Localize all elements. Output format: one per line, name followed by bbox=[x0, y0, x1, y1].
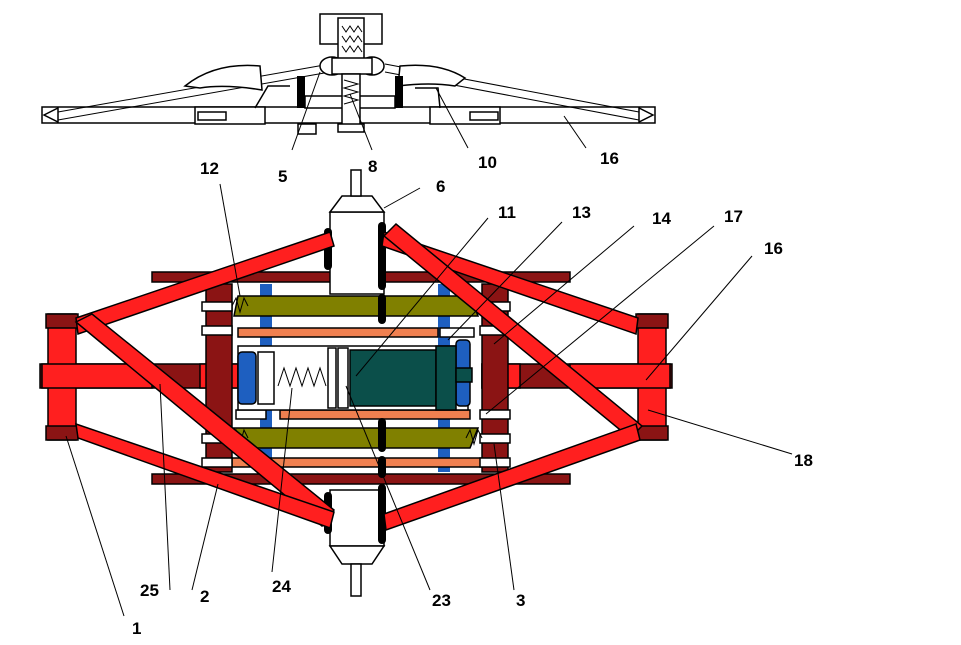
label-25: 25 bbox=[140, 581, 159, 600]
side-spring-8 bbox=[342, 79, 360, 105]
center-shaft-3 bbox=[378, 456, 386, 478]
label-16-top: 16 bbox=[600, 149, 619, 168]
side-black-block-2 bbox=[395, 76, 403, 108]
center-shaft-2 bbox=[378, 418, 386, 452]
side-ramp-right bbox=[415, 87, 441, 109]
bracket-l-1 bbox=[201, 301, 233, 312]
label-14: 14 bbox=[652, 209, 671, 228]
label-17: 17 bbox=[724, 207, 743, 226]
teal-motor-11 bbox=[349, 349, 437, 407]
salmon-rod-1 bbox=[237, 327, 439, 338]
end-cap-left-bottom bbox=[45, 425, 79, 441]
side-spring-top bbox=[341, 25, 363, 33]
teal-motor-end bbox=[435, 345, 457, 411]
strut-tl-outer bbox=[75, 231, 335, 336]
leader-lines bbox=[65, 71, 793, 617]
bracket-r-6 bbox=[235, 409, 267, 420]
side-shield-left bbox=[183, 64, 263, 91]
end-cap-left-top bbox=[45, 313, 79, 329]
label-8: 8 bbox=[368, 157, 377, 176]
end-cap-right-top bbox=[635, 313, 669, 329]
label-1: 1 bbox=[132, 619, 141, 638]
label-24: 24 bbox=[272, 577, 291, 596]
olive-plate-top bbox=[233, 295, 480, 317]
hub-top bbox=[329, 211, 385, 295]
plan-view bbox=[39, 169, 673, 597]
side-spring-top-3 bbox=[341, 45, 363, 53]
strut-tr-inner bbox=[382, 222, 644, 440]
side-shoe-left-inner bbox=[197, 111, 227, 121]
zigzag-spring-br bbox=[465, 428, 483, 446]
side-view bbox=[41, 13, 656, 135]
hub-top-stem bbox=[350, 169, 362, 197]
label-11: 11 bbox=[498, 203, 516, 222]
label-2: 2 bbox=[200, 587, 209, 606]
side-rod-left-lower bbox=[57, 71, 331, 121]
spring-24 bbox=[277, 366, 327, 388]
side-end-arrow-left bbox=[42, 106, 59, 124]
bracket-r-3 bbox=[479, 409, 511, 420]
piston-block bbox=[257, 351, 275, 405]
label-16-side: 16 bbox=[764, 239, 783, 258]
center-shaft-1 bbox=[378, 294, 386, 324]
bracket-l-4 bbox=[201, 457, 233, 468]
labels: 5 8 10 16 12 6 11 13 14 17 16 18 25 2 24… bbox=[132, 149, 813, 638]
label-5: 5 bbox=[278, 167, 287, 186]
piston-plate-23b bbox=[337, 347, 349, 409]
side-black-block-1 bbox=[297, 76, 305, 108]
label-6: 6 bbox=[436, 177, 445, 196]
strut-bl-outer bbox=[75, 422, 335, 529]
hub-top-cone bbox=[328, 195, 386, 213]
teal-small-cap bbox=[455, 367, 473, 383]
strut-tl-inner bbox=[74, 313, 336, 528]
side-end-arrow-right bbox=[638, 106, 655, 124]
label-12: 12 bbox=[200, 159, 219, 178]
label-23: 23 bbox=[432, 591, 451, 610]
label-10: 10 bbox=[478, 153, 497, 172]
label-13: 13 bbox=[572, 203, 591, 222]
bracket-r-5 bbox=[479, 457, 511, 468]
bracket-r-4 bbox=[479, 433, 511, 444]
bracket-l-2 bbox=[201, 325, 233, 336]
salmon-rod-2 bbox=[279, 409, 471, 420]
side-rod-left-upper bbox=[57, 63, 331, 113]
strut-tr-outer bbox=[381, 231, 639, 336]
hub-bottom-cone bbox=[328, 545, 386, 565]
label-18: 18 bbox=[794, 451, 813, 470]
bracket-l-5 bbox=[439, 327, 475, 338]
rail-bottom bbox=[151, 473, 571, 485]
side-spindle-foot bbox=[337, 123, 365, 133]
label-3: 3 bbox=[516, 591, 525, 610]
olive-plate-bottom bbox=[233, 427, 480, 449]
side-joint-bridge bbox=[331, 57, 373, 75]
red-struts bbox=[74, 222, 644, 532]
side-small-block bbox=[297, 123, 317, 135]
side-shoe-right-inner bbox=[469, 111, 499, 121]
wheel-band-bottom-right bbox=[378, 484, 386, 544]
side-ramp-left bbox=[254, 85, 290, 109]
zigzag-spring-tl bbox=[231, 296, 249, 314]
side-shield-right bbox=[397, 64, 467, 87]
side-spring-top-2 bbox=[341, 35, 363, 43]
hub-bottom-stem bbox=[350, 563, 362, 597]
blue-cylinder-left bbox=[237, 351, 257, 405]
strut-br-outer bbox=[383, 423, 641, 532]
piston-plate-23 bbox=[327, 347, 337, 409]
hub-bottom bbox=[329, 489, 385, 547]
